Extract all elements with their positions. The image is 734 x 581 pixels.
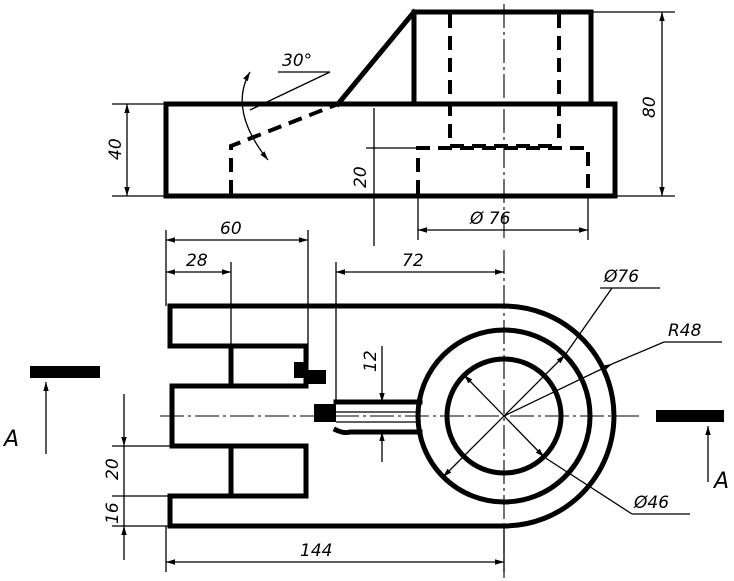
angle-leader: [249, 71, 331, 111]
dim-radius-label: R48: [668, 321, 702, 341]
dim-144-label: 144: [300, 541, 332, 561]
section-label-right: A: [712, 469, 729, 494]
plan-view: 60 28 72 12 Ø76 R48 Ø46: [103, 219, 722, 578]
section-mark-right: A: [656, 410, 729, 494]
slot-mark-lower: [314, 404, 336, 422]
section-label-left: A: [2, 427, 19, 452]
base-block-outline: [163, 101, 618, 199]
section-mark-left: A: [2, 366, 100, 454]
dim-60-label: 60: [220, 219, 242, 239]
section-bar-right: [656, 410, 724, 422]
dim-bore-label: Ø 76: [469, 209, 511, 229]
dim-72-label: 72: [402, 251, 424, 271]
hidden-counterbore: [416, 146, 590, 194]
section-bar-left: [30, 366, 100, 378]
dim-28-label: 28: [186, 251, 208, 271]
dim-16-label: 16: [103, 502, 123, 524]
boss-outline: [411, 9, 594, 107]
diameter-46-line: [463, 374, 545, 458]
dim-angle-label: 30°: [282, 51, 312, 71]
angle-arc: [241, 71, 269, 161]
dim-12-label: 12: [361, 350, 381, 372]
radius-leader: [611, 341, 665, 365]
dim-20-label: 20: [103, 458, 123, 480]
slot-bottom-line: [332, 426, 423, 436]
diameter-46-leader: [543, 456, 633, 515]
hidden-slot: [229, 102, 339, 194]
dim-80-label: 80: [640, 96, 660, 118]
slot-mark-upper-b: [306, 370, 326, 384]
front-view: 40 80 20 Ø 76 30°: [106, 4, 675, 246]
plan-outer-outline: [167, 303, 617, 529]
dim-40-label: 40: [106, 138, 126, 160]
dim-diameter-46-label: Ø46: [633, 493, 669, 513]
diameter-76-leader: [564, 287, 613, 356]
sloped-rib: [334, 8, 418, 108]
dim-20-depth-label: 20: [351, 166, 371, 188]
slot-mark-upper: [294, 362, 308, 378]
dim-diameter-76-label: Ø76: [603, 267, 639, 287]
